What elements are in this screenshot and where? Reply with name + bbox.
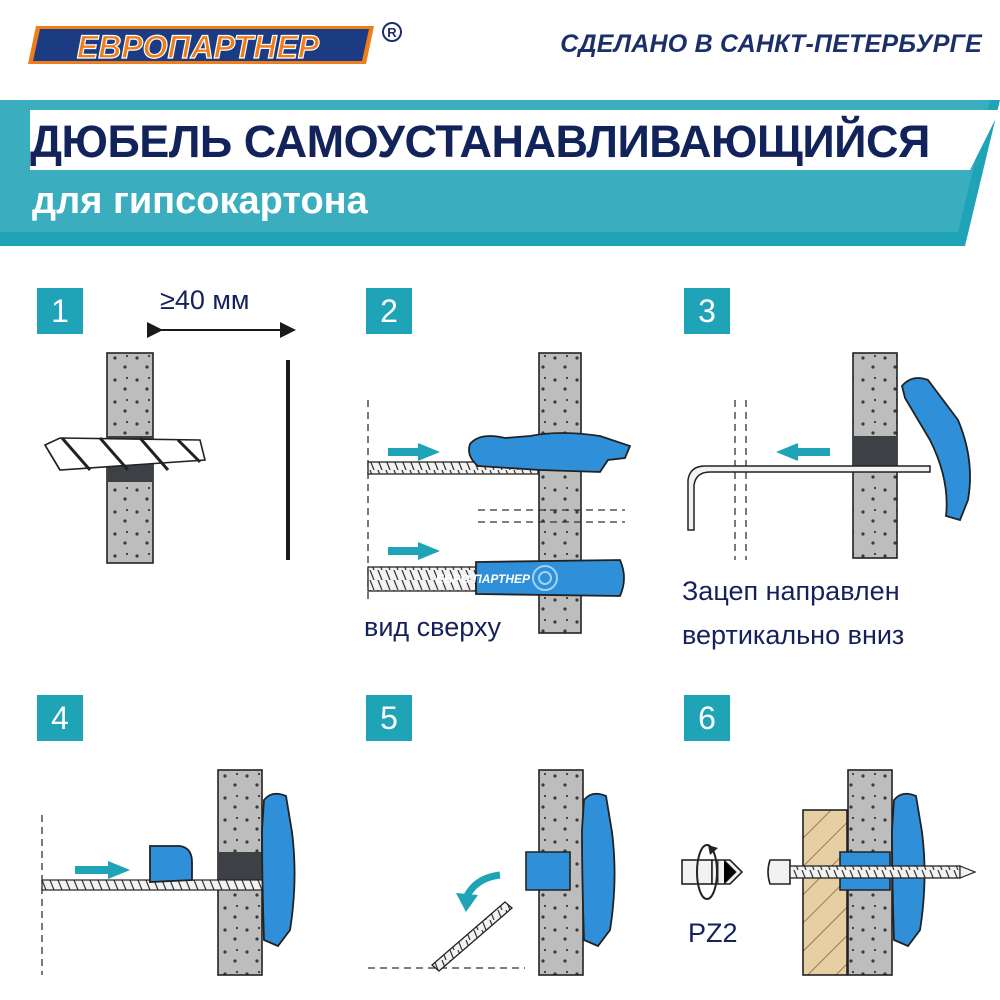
step-1-drilling	[43, 322, 296, 564]
svg-text:R: R	[387, 25, 397, 40]
push-arrow-icon	[108, 861, 130, 879]
anchor-wing	[581, 792, 616, 948]
curved-arrow-icon	[456, 893, 478, 912]
step-number-2: 2	[366, 288, 412, 334]
screwdriver-bit-icon	[681, 859, 744, 885]
step-number-6: 6	[684, 695, 730, 741]
screw-head	[767, 859, 791, 885]
min-depth-label: ≥40 мм	[160, 285, 250, 315]
title-banner	[0, 100, 1000, 246]
step-3-hook-down	[687, 352, 971, 560]
page-subtitle: для гипсокартона	[32, 180, 368, 222]
step-4-seat-anchor	[41, 769, 296, 976]
push-arrow-icon	[418, 542, 440, 560]
rotation-arrow-icon	[696, 844, 718, 900]
made-in-label: СДЕЛАНО В САНКТ-ПЕТЕРБУРГЕ	[560, 30, 982, 58]
hook-direction-label-line1: Зацеп направлен	[682, 576, 900, 606]
step-number-5: 5	[366, 695, 412, 741]
l-hook-tool	[687, 465, 931, 531]
step-2-insert-anchor: ЕВРО ПАРТНЕР	[367, 352, 632, 634]
anchor-collar	[149, 845, 193, 883]
removed-tool	[431, 901, 513, 972]
anchor-tilted	[901, 377, 971, 522]
pull-arrow-icon	[776, 443, 798, 461]
anchor-wing	[261, 792, 296, 948]
europartner-logo: ЕВРОПАРТНЕР	[28, 26, 374, 66]
page-title: ДЮБЕЛЬ САМОУСТАНАВЛИВАЮЩИЙСЯ	[30, 116, 930, 167]
step-6-fasten	[681, 769, 977, 976]
push-arrow-icon	[418, 443, 440, 461]
top-view-label: вид сверху	[364, 612, 501, 642]
step-number-1: 1	[37, 288, 83, 334]
registered-mark: R	[382, 22, 402, 42]
wooden-board	[802, 809, 848, 976]
anchor-side-view	[468, 432, 632, 473]
hook-direction-label-line2: вертикально вниз	[682, 620, 905, 650]
step-5-remove-tool	[368, 769, 616, 976]
screw	[789, 865, 961, 879]
step-number-3: 3	[684, 288, 730, 334]
step-number-4: 4	[37, 695, 83, 741]
bit-size-label: PZ2	[688, 918, 738, 948]
brand-name: ЕВРОПАРТНЕР	[77, 29, 320, 65]
anchor-brand-marking: ЕВРО ПАРТНЕР	[436, 572, 531, 586]
drill-bit-icon	[43, 437, 207, 471]
